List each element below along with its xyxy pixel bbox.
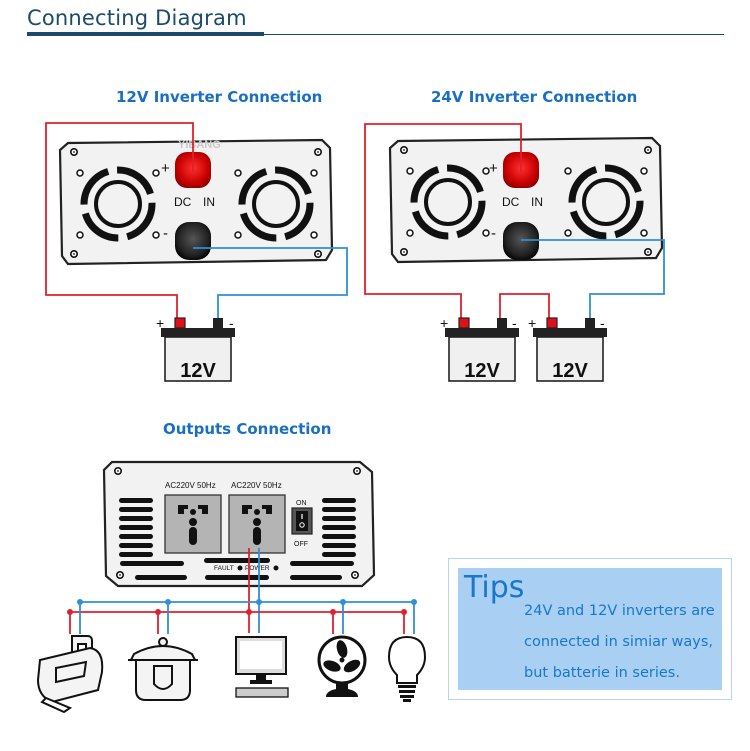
socket-label-2: AC220V 50Hz — [231, 481, 282, 490]
power-led — [273, 565, 279, 571]
tips-line: 24V and 12V inverters are — [524, 603, 715, 619]
positive-wire-12v — [45, 122, 194, 319]
printer-icon — [36, 635, 104, 714]
page-title: Connecting Diagram — [27, 6, 247, 30]
battery-label: 12V — [464, 360, 500, 382]
inverter-back-panel: AC220V 50Hz AC220V 50Hz ON OFF FAULT POW… — [102, 460, 376, 588]
battery-minus: - — [229, 315, 234, 331]
inverter-front-12v: YIBANG + - DC IN — [60, 139, 332, 264]
light-bulb-icon — [387, 635, 427, 702]
battery-plus: + — [156, 315, 164, 331]
tips-line: connected in simiar ways, — [524, 634, 714, 650]
dc-negative-terminal — [175, 222, 211, 260]
section-title-outputs: Outputs Connection — [163, 420, 332, 438]
title-rule-accent — [27, 32, 264, 36]
tips-box: Tips 24V and 12V inverters are connected… — [448, 558, 732, 700]
power-label: POWER — [245, 565, 270, 572]
switch-off-label: OFF — [294, 541, 308, 548]
minus-label: - — [163, 225, 168, 242]
battery-label: 12V — [180, 360, 216, 382]
title-rule — [27, 34, 724, 35]
series-link-wire — [499, 293, 550, 319]
in-label: IN — [531, 195, 543, 209]
battery-plus: + — [528, 315, 536, 331]
inverter-front-24v: + - DC IN — [390, 138, 662, 262]
dc-negative-terminal — [503, 222, 539, 260]
dc-label: DC — [174, 195, 192, 209]
plus-label: + — [161, 160, 170, 177]
fault-label: FAULT — [214, 565, 234, 572]
tips-line: but batterie in series. — [524, 665, 680, 681]
socket-label-1: AC220V 50Hz — [165, 481, 216, 490]
section-title-12v: 12V Inverter Connection — [116, 88, 323, 106]
rice-cooker-icon — [128, 637, 198, 701]
battery-minus: - — [512, 315, 517, 331]
watermark: YIBANG — [178, 139, 221, 151]
battery-label: 12V — [552, 360, 588, 382]
section-title-24v: 24V Inverter Connection — [431, 88, 638, 106]
switch-on-label: ON — [296, 500, 307, 507]
positive-wire-24v — [364, 123, 522, 319]
tips-heading: Tips — [464, 570, 525, 605]
in-label: IN — [203, 195, 215, 209]
battery-plus: + — [440, 315, 448, 331]
negative-wire-24v — [521, 239, 665, 319]
computer-icon — [235, 636, 289, 698]
output-wiring — [67, 548, 417, 634]
negative-wire-12v — [193, 247, 348, 319]
fault-led — [237, 565, 243, 571]
plus-label: + — [489, 160, 498, 177]
minus-label: - — [491, 225, 496, 242]
battery-minus: - — [600, 315, 605, 331]
fan-icon — [317, 635, 367, 697]
dc-label: DC — [502, 195, 520, 209]
